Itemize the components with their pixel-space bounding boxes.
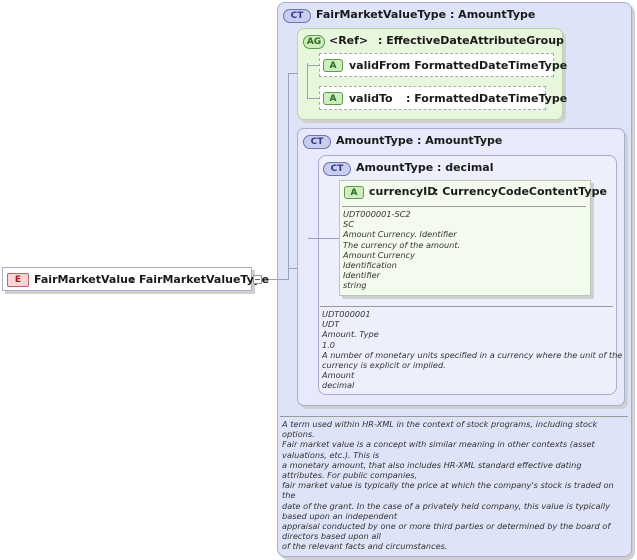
doc-line: the (282, 490, 296, 501)
connector-line (307, 63, 308, 98)
complex-type-title: AmountType : AmountType (336, 134, 503, 147)
complex-type-title: FairMarketValueType : AmountType (316, 8, 536, 21)
connector-line (288, 73, 298, 74)
doc-line: UDT000001 (322, 309, 371, 319)
doc-line: decimal (322, 380, 355, 391)
connector-line (308, 238, 339, 239)
minus-icon (255, 279, 260, 280)
complex-type-badge: CT (283, 9, 311, 23)
doc-line: Identifier (343, 270, 381, 281)
connector-line (288, 268, 298, 269)
element-type: FairMarketValueType (139, 273, 270, 286)
attribute-group-ref: <Ref> (329, 34, 369, 47)
attribute-validfrom[interactable]: A validFrom : FormattedDateTimeType (319, 53, 567, 77)
attribute-badge: A (323, 92, 343, 105)
element-badge: E (7, 273, 29, 287)
doc-line: A term used within HR-XML in the context… (282, 419, 598, 429)
doc-line: attributes. For public companies, (282, 470, 418, 481)
doc-line: appraisal conducted by one or more third… (282, 521, 611, 532)
attribute-type: : FormattedDateTimeType (406, 59, 568, 72)
attribute-documentation: UDT000001-SC2 SC Amount Currency. Identi… (343, 209, 460, 291)
doc-line: directors based upon all (282, 531, 381, 542)
element-name: FairMarketValue (34, 273, 136, 286)
separator (320, 306, 613, 307)
separator (280, 416, 628, 417)
doc-line: string (343, 280, 367, 291)
doc-line: Identification (343, 260, 397, 271)
doc-line: options. (282, 429, 315, 440)
attribute-name: validTo (349, 92, 393, 105)
complex-type-badge: CT (323, 162, 351, 176)
doc-line: UDT (322, 319, 340, 330)
doc-line: Amount Currency (343, 249, 415, 260)
attribute-name: validFrom (349, 59, 411, 72)
connector-line (288, 73, 289, 280)
doc-line: currency is explicit or implied. (322, 360, 446, 371)
attribute-badge: A (323, 59, 343, 72)
element-documentation: A term used within HR-XML in the context… (282, 419, 614, 552)
doc-line: date of the grant. In the case of a priv… (282, 500, 610, 511)
complex-type-badge: CT (303, 135, 331, 149)
attribute-badge: A (344, 186, 364, 199)
connector-line (262, 279, 289, 280)
doc-line: a monetary amount, that also includes HR… (282, 459, 582, 470)
attribute-type: : CurrencyCodeContentType (434, 185, 607, 198)
doc-line: Amount Currency. Identifier (343, 229, 457, 240)
doc-line: Amount. Type (322, 329, 379, 340)
doc-line: fair market value is typically the price… (282, 480, 614, 491)
attribute-group-badge: AG (303, 35, 325, 49)
complex-type-title: AmountType : decimal (356, 161, 494, 174)
doc-line: Fair market value is a concept with simi… (282, 439, 595, 450)
doc-line: A number of monetary units specified in … (322, 349, 623, 360)
doc-line: The currency of the amount. (343, 239, 461, 250)
type-documentation: UDT000001 UDT Amount. Type 1.0 A number … (322, 309, 622, 391)
doc-line: SC (343, 219, 354, 230)
doc-line: valuations, etc.). This is (282, 449, 380, 460)
attribute-validto[interactable]: A validTo : FormattedDateTimeType (319, 86, 567, 110)
doc-line: UDT000001-SC2 (343, 209, 411, 219)
doc-line: based upon an independent (282, 510, 398, 521)
element-colon: : (130, 273, 135, 286)
attribute-type: : FormattedDateTimeType (406, 92, 568, 105)
attribute-currencyid[interactable]: A currencyID : CurrencyCodeContentType U… (339, 180, 607, 296)
collapse-toggle-icon[interactable] (253, 275, 262, 284)
doc-line: Amount (322, 370, 355, 381)
attribute-group-name: : EffectiveDateAttributeGroup (378, 34, 564, 47)
attribute-name: currencyID (369, 185, 437, 198)
doc-line: of the relevant facts and circumstances. (282, 541, 448, 552)
connector-line (307, 65, 319, 66)
separator (342, 206, 586, 207)
connector-line (307, 98, 319, 99)
element-fairmarketvalue[interactable]: E FairMarketValue : FairMarketValueType (2, 267, 269, 291)
doc-line: 1.0 (322, 339, 336, 350)
